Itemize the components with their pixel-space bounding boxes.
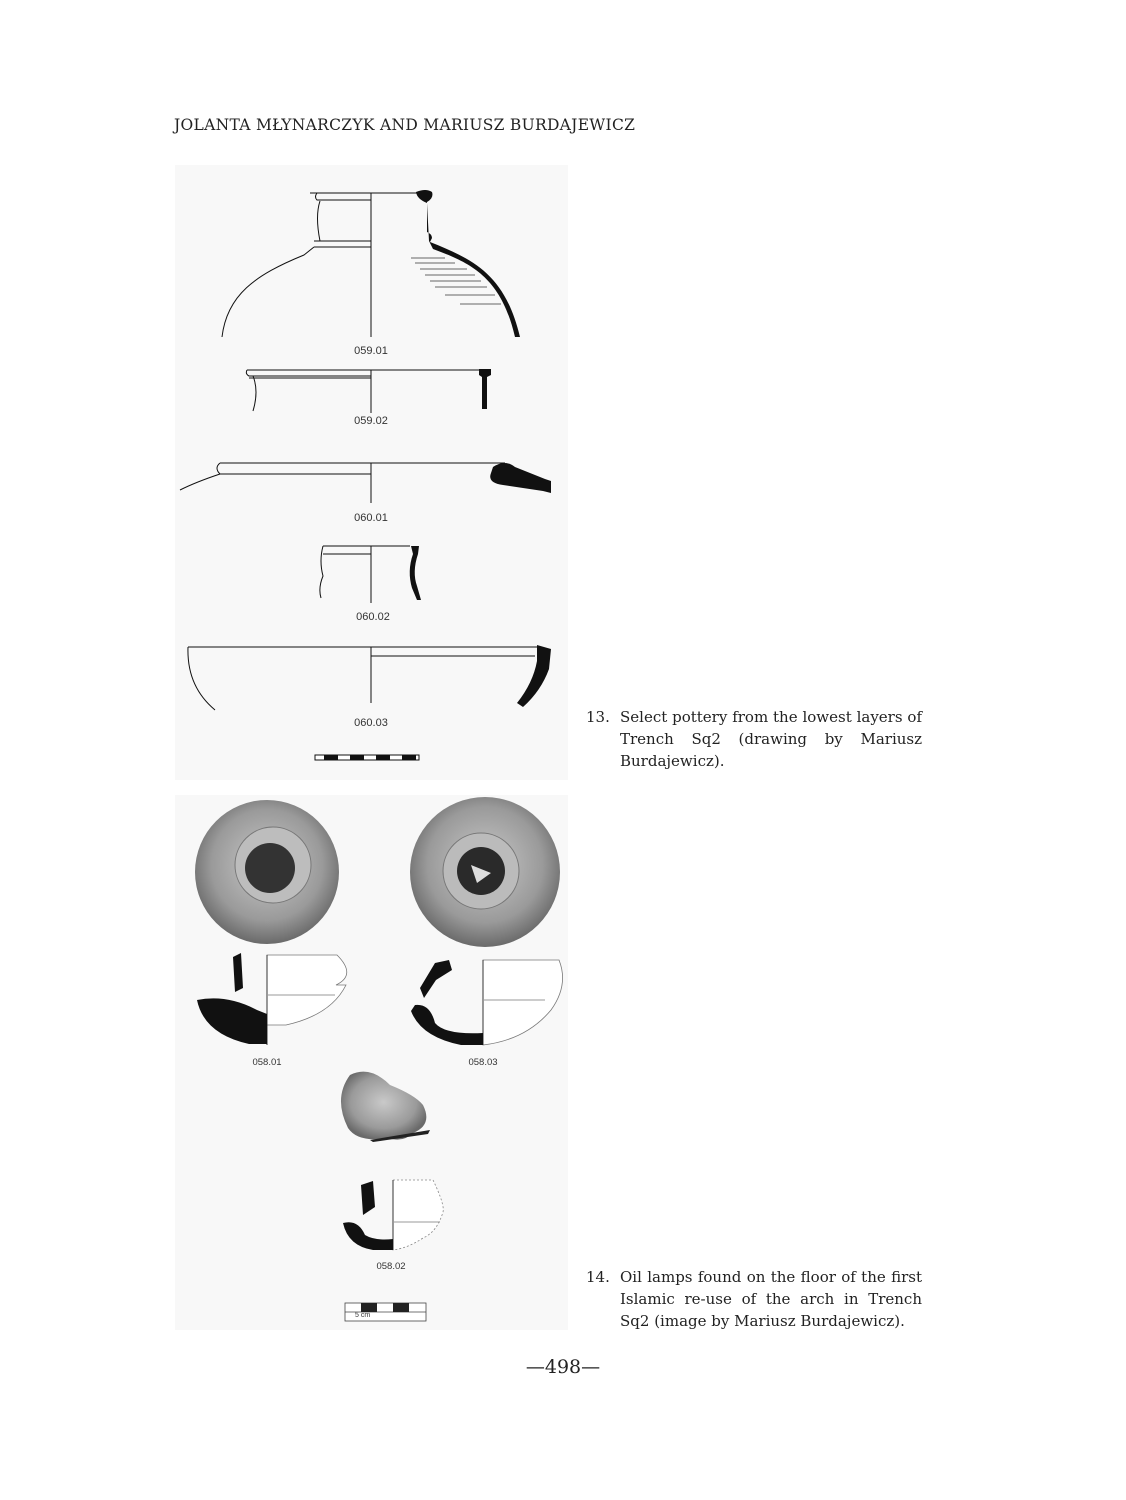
caption-number: 13. — [586, 708, 610, 726]
lamp-photo-058-03 — [410, 797, 560, 947]
lamp-profile-058-03 — [411, 959, 563, 1046]
figure-13-pottery-drawings: 059.01 059.02 060.01 060.02 060.03 — [175, 165, 568, 780]
scale-bar-5cm — [344, 1302, 427, 1322]
oil-lamp-images — [195, 797, 563, 1322]
lamp-photo-058-02 — [340, 1071, 430, 1142]
label-060-02: 060.02 — [356, 611, 390, 623]
page-number: —498— — [525, 1356, 601, 1378]
pottery-drawings — [179, 190, 551, 761]
label-058-01: 058.01 — [252, 1057, 282, 1068]
scale-label: 5 cm — [355, 1312, 371, 1319]
caption-number: 14. — [586, 1268, 610, 1286]
label-058-02: 058.02 — [376, 1261, 406, 1272]
running-head: JOLANTA MŁYNARCZYK AND MARIUSZ BURDAJEWI… — [174, 116, 636, 134]
label-058-03: 058.03 — [468, 1057, 498, 1068]
scale-bar — [314, 754, 420, 761]
lamp-photo-058-01 — [195, 800, 339, 944]
figure-14-caption: 14. Oil lamps found on the floor of the … — [586, 1266, 922, 1332]
figure-13-caption: 13. Select pottery from the lowest layer… — [586, 706, 922, 772]
lamp-profile-058-01 — [197, 953, 348, 1045]
lamp-profile-058-02 — [343, 1179, 444, 1251]
figure-14-oil-lamps: 058.01 058.03 058.02 5 cm — [175, 795, 568, 1330]
label-059-02: 059.02 — [354, 415, 388, 427]
label-060-01: 060.01 — [354, 512, 388, 524]
caption-text: Oil lamps found on the floor of the firs… — [620, 1268, 922, 1330]
label-060-03: 060.03 — [354, 717, 388, 729]
caption-text: Select pottery from the lowest layers of… — [620, 708, 922, 770]
label-059-01: 059.01 — [354, 345, 388, 357]
